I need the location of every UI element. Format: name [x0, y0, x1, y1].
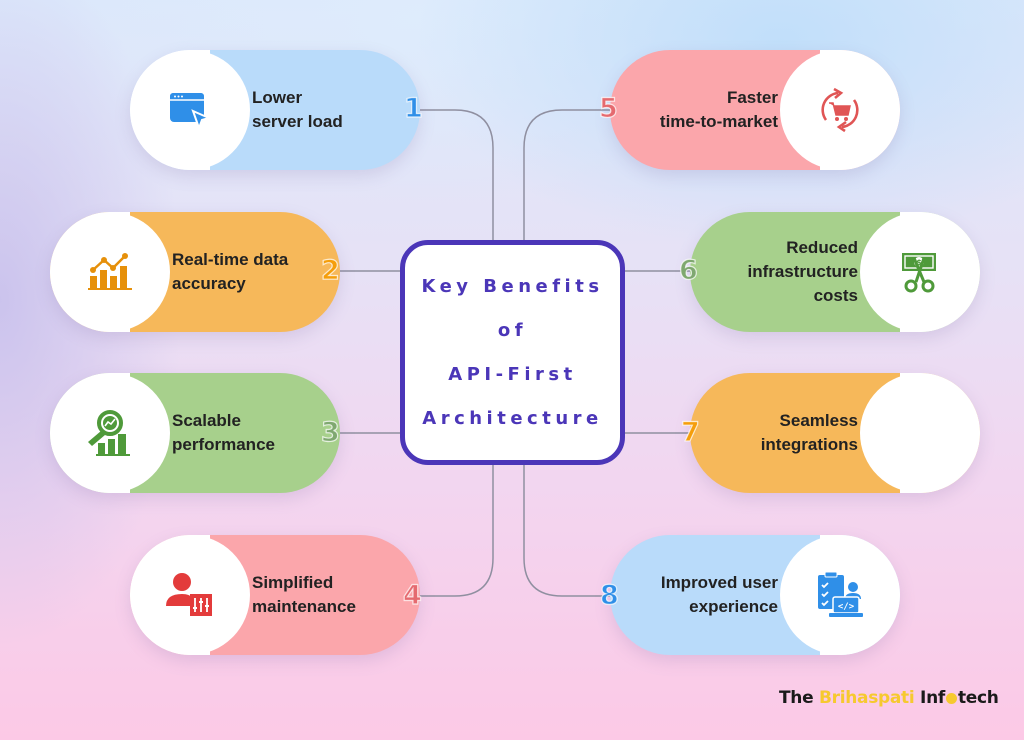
svg-text:$: $ [916, 258, 922, 267]
benefit-label: Scalable performance [172, 411, 275, 454]
browser-cursor-icon [170, 93, 212, 130]
benefit-label: Lower server load [252, 88, 343, 131]
benefit-label: Faster time-to-market [659, 88, 778, 131]
money-scissors-icon: $ [902, 253, 936, 293]
benefit-number-2: 2 [320, 255, 340, 286]
magnifier-chart-icon [88, 410, 130, 456]
central-title-box: Key Benefits of API-First Architecture [400, 240, 625, 465]
benefit-icon-circle: </> [780, 535, 900, 655]
benefit-icon-circle: $ [860, 212, 980, 332]
user-settings-icon [166, 573, 212, 616]
bar-chart-trend-icon [88, 253, 132, 290]
benefit-card-5: Faster time-to-market [610, 50, 900, 170]
svg-text:</>: </> [838, 602, 855, 612]
benefit-label: Simplified maintenance [252, 573, 356, 616]
benefit-label: Reduced infrastructure costs [747, 238, 858, 305]
benefit-card-3: Scalable performance [50, 373, 340, 493]
benefit-card-2: Real-time data accuracy [50, 212, 340, 332]
benefit-icon-circle [780, 50, 900, 170]
benefit-card-1: Lower server load [130, 50, 420, 170]
title-line-2: of [497, 319, 528, 341]
cart-refresh-icon [821, 87, 859, 133]
title-line-1: Key Benefits [421, 275, 604, 297]
benefit-icon-circle [130, 50, 250, 170]
benefit-icon-circle [50, 212, 170, 332]
benefit-icon-circle [50, 373, 170, 493]
benefit-label: Seamless integrations [760, 411, 858, 454]
title-line-3: API-First [448, 363, 577, 385]
benefit-number-7: 7 [680, 417, 700, 448]
benefit-card-4: Simplified maintenance [130, 535, 420, 655]
title-line-4: Architecture [422, 407, 603, 429]
benefit-card-7: Seamless integrations [690, 373, 980, 493]
checklist-code-icon: </> [818, 571, 863, 617]
benefit-icon-circle [130, 535, 250, 655]
benefit-number-3: 3 [320, 417, 340, 448]
benefit-label: Real-time data accuracy [172, 250, 289, 293]
benefit-number-4: 4 [402, 580, 422, 611]
globe-icon [945, 693, 957, 704]
benefit-card-8: </> Improved user experience [610, 535, 900, 655]
benefit-card-6: $ Reduced infrastructure costs [690, 212, 980, 332]
benefit-number-5: 5 [598, 93, 618, 124]
benefit-number-8: 8 [599, 580, 619, 611]
benefit-number-6: 6 [678, 255, 698, 286]
benefit-number-1: 1 [403, 93, 423, 124]
benefit-icon-circle [860, 373, 980, 493]
benefit-label: Improved user experience [660, 573, 778, 616]
